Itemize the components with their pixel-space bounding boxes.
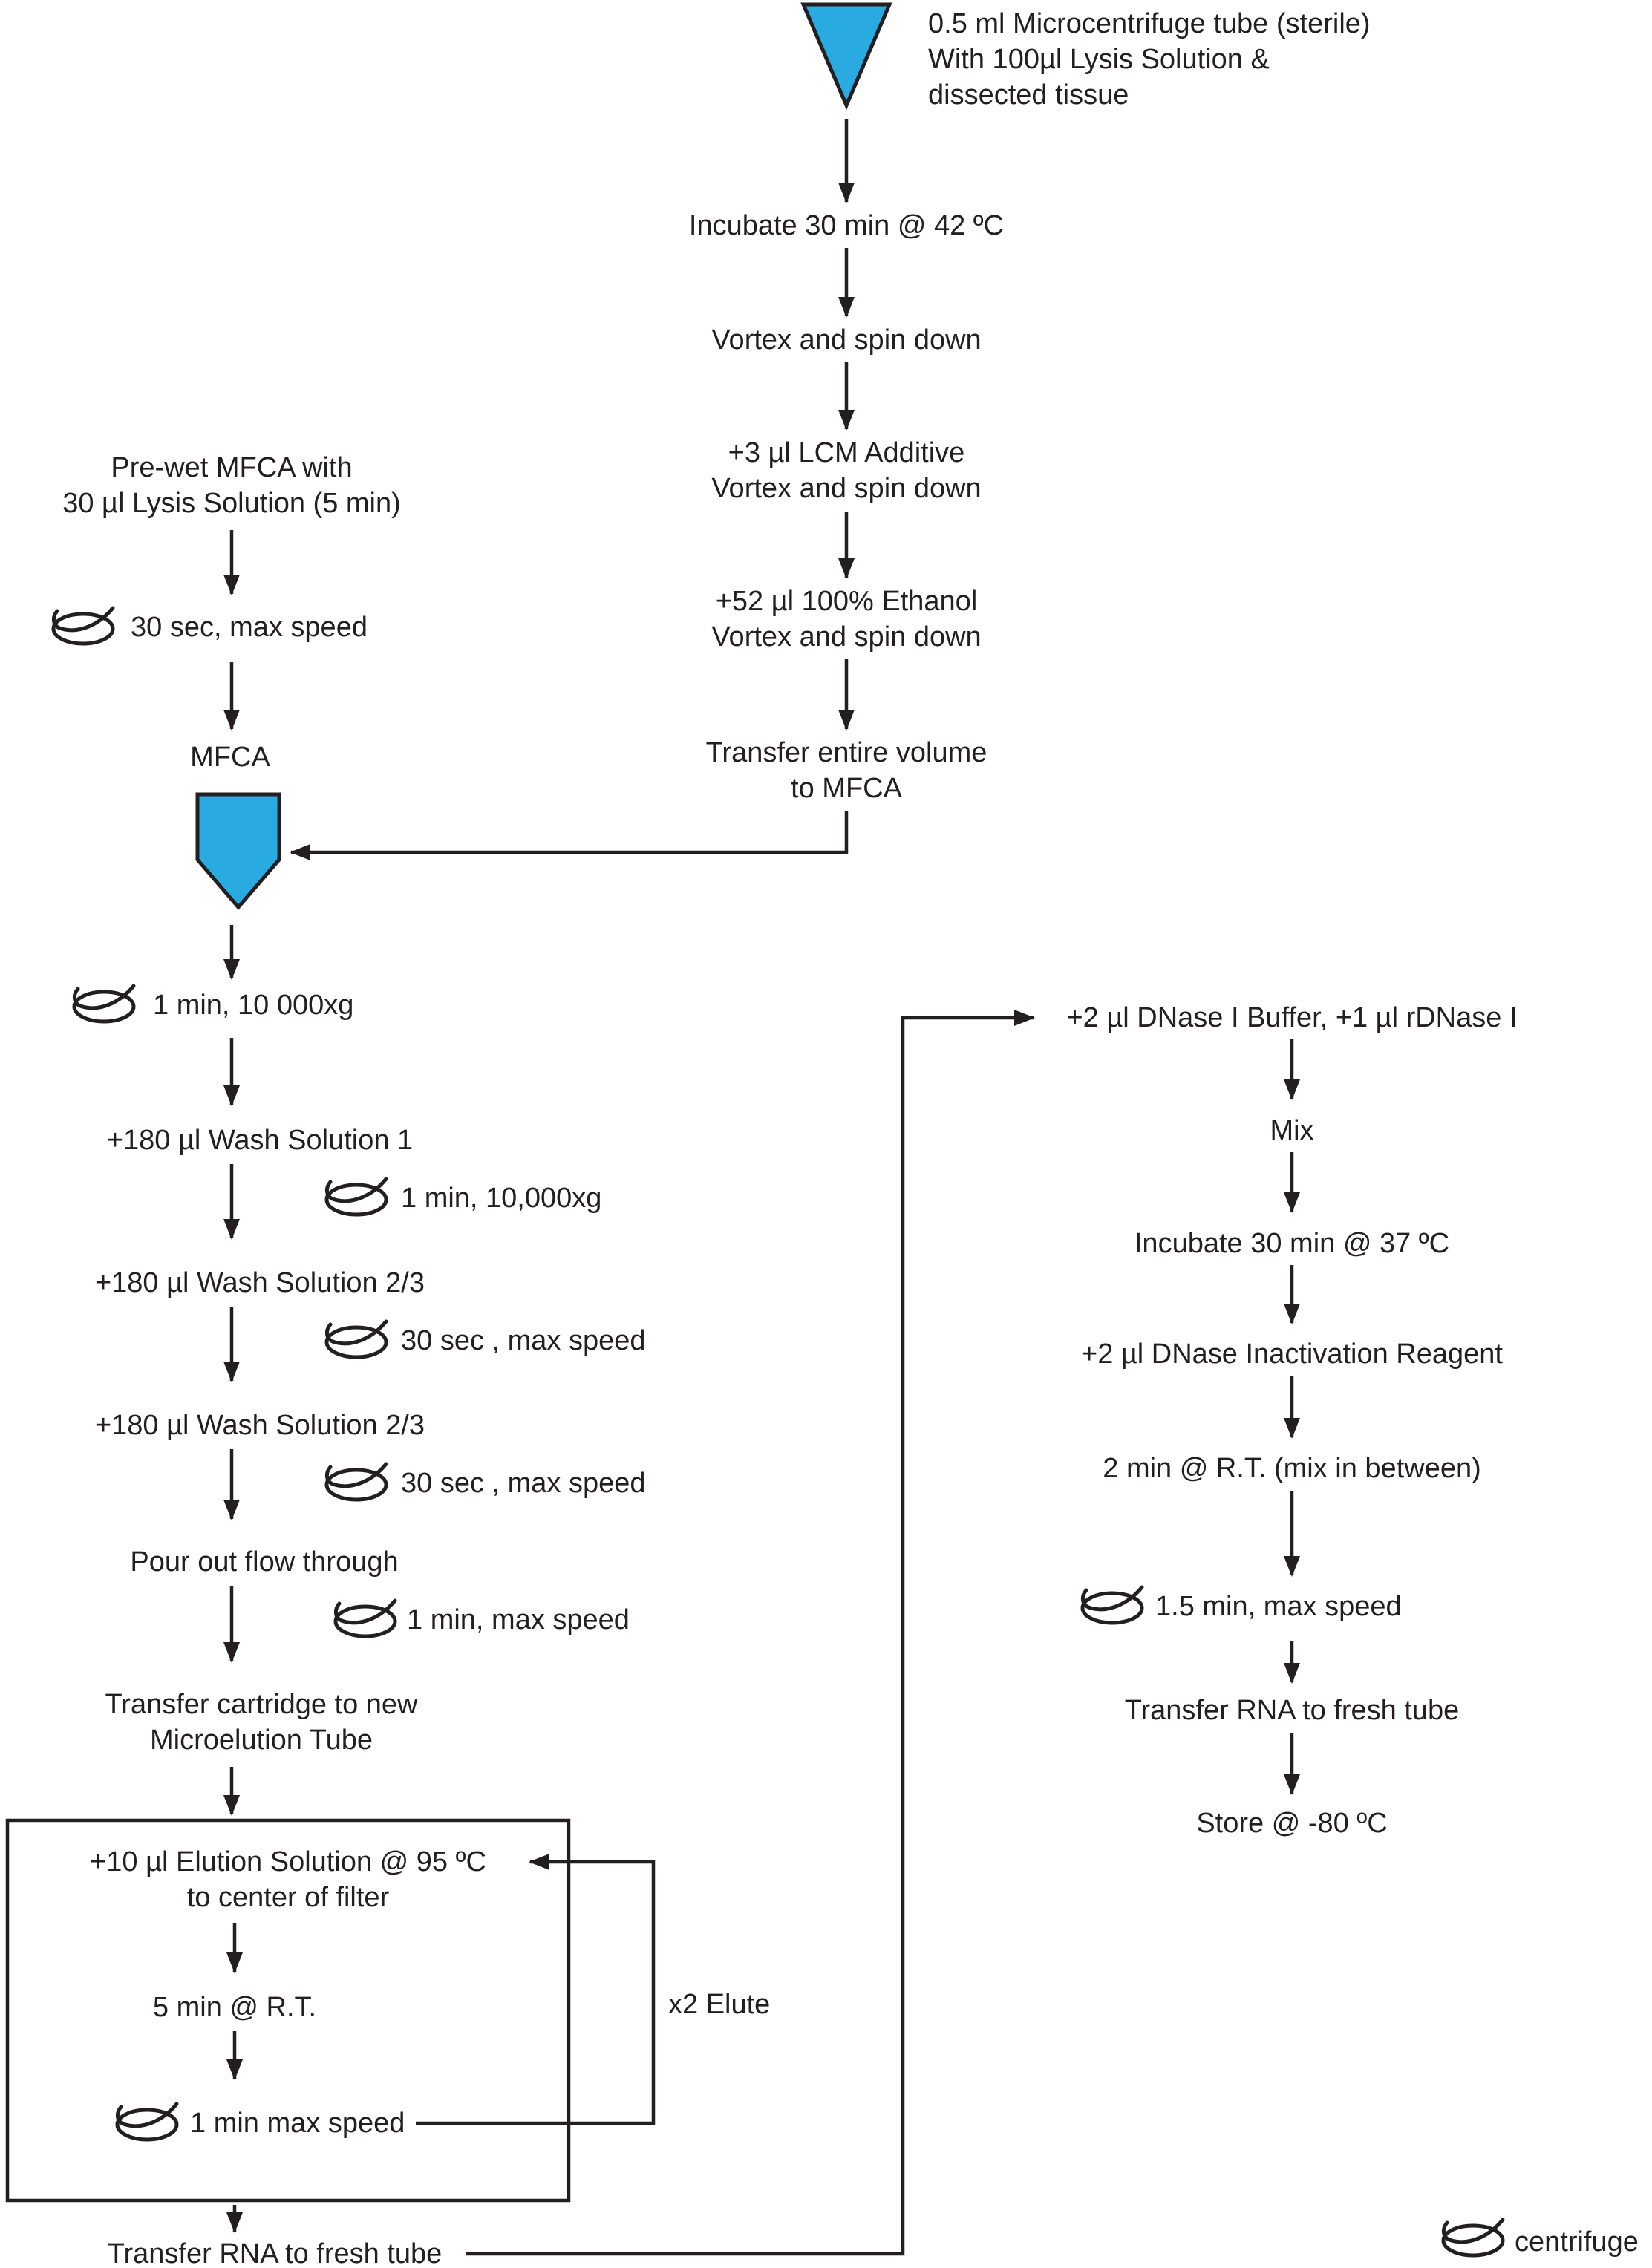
- step-5min-rt: 5 min @ R.T.: [152, 1992, 317, 2023]
- step-wash-23-b: +180 µl Wash Solution 2/3: [94, 1410, 425, 1441]
- legend-centrifuge-label: centrifuge: [1515, 2226, 1639, 2258]
- step-transfer-cartridge: Transfer cartridge to new Microelution T…: [105, 1689, 418, 1756]
- centrifuge-icon: [117, 2104, 177, 2140]
- spin-1min-10000-b: 1 min, 10,000xg: [401, 1183, 602, 1214]
- x2-elute-loop-arrow: [416, 1854, 656, 2125]
- tube-icon: [800, 2, 892, 111]
- step-ethanol: +52 µl 100% Ethanol Vortex and spin down: [711, 586, 982, 653]
- elution-box: [5, 1818, 571, 2203]
- step-2min-rt: 2 min @ R.T. (mix in between): [1103, 1453, 1481, 1484]
- step-vortex-spin: Vortex and spin down: [711, 324, 982, 356]
- step-transfer-rna-b: Transfer RNA to fresh tube: [1124, 1695, 1460, 1726]
- arrow-to-mfca: [290, 811, 849, 860]
- step-elution: +10 µl Elution Solution @ 95 ºC to cente…: [90, 1846, 486, 1913]
- step-dnase-buffer: +2 µl DNase I Buffer, +1 µl rDNase I: [1066, 1002, 1518, 1033]
- step-prewet: Pre-wet MFCA with 30 µl Lysis Solution (…: [62, 452, 401, 519]
- centrifuge-icon: [327, 1464, 386, 1500]
- step-incubate-42: Incubate 30 min @ 42 ºC: [688, 210, 1005, 241]
- step-transfer-volume: Transfer entire volume to MFCA: [705, 737, 987, 804]
- mfca-cartridge-icon: [195, 792, 281, 910]
- step-transfer-rna-a: Transfer RNA to fresh tube: [107, 2238, 443, 2268]
- spin-30s-max: 30 sec, max speed: [131, 612, 368, 643]
- step-mix: Mix: [1270, 1115, 1314, 1146]
- centrifuge-legend-icon: [1443, 2220, 1503, 2255]
- step-store: Store @ -80 ºC: [1196, 1808, 1388, 1839]
- centrifuge-icon: [327, 1179, 386, 1215]
- spin-30s-max-c: 30 sec , max speed: [401, 1468, 646, 1499]
- spin-1min-max-b: 1 min max speed: [190, 2108, 405, 2139]
- centrifuge-icon: [336, 1601, 395, 1636]
- spin-1min-max: 1 min, max speed: [407, 1604, 630, 1635]
- step-pour-out: Pour out flow through: [130, 1546, 399, 1578]
- step-wash-1: +180 µl Wash Solution 1: [106, 1125, 414, 1156]
- spin-30s-max-b: 30 sec , max speed: [401, 1325, 646, 1356]
- spin-1min-10000: 1 min, 10 000xg: [153, 990, 354, 1021]
- arrow-to-dnase: [466, 1010, 1035, 2256]
- centrifuge-icon: [1083, 1587, 1142, 1623]
- centrifuge-icon: [327, 1321, 386, 1357]
- spin-15min-max: 1.5 min, max speed: [1155, 1591, 1402, 1622]
- label-x2-elute: x2 Elute: [668, 1989, 771, 2020]
- centrifuge-icon: [53, 608, 113, 644]
- centrifuge-icon: [74, 986, 134, 1022]
- step-lcm-additive: +3 µl LCM Additive Vortex and spin down: [711, 437, 982, 504]
- label-mfca: MFCA: [190, 742, 270, 773]
- step-inactivation: +2 µl DNase Inactivation Reagent: [1081, 1339, 1503, 1370]
- step-tube: 0.5 ml Microcentrifuge tube (sterile) Wi…: [928, 8, 1371, 111]
- step-wash-23-a: +180 µl Wash Solution 2/3: [94, 1267, 425, 1298]
- step-incubate-37: Incubate 30 min @ 37 ºC: [1134, 1228, 1450, 1259]
